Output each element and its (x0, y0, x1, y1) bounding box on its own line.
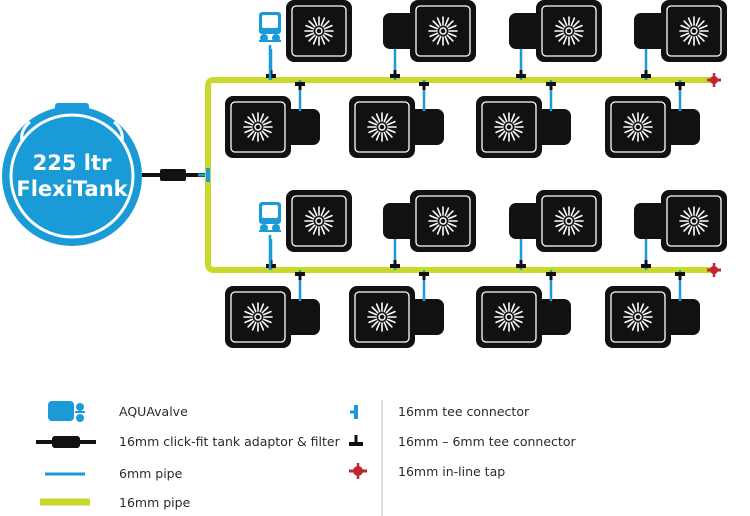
legend-label-aquavalve: AQUAvalve (119, 404, 188, 419)
flexitank (2, 103, 142, 246)
legend-tank-adaptor-filter-icon (36, 436, 96, 448)
pot-lower (605, 80, 700, 158)
pot-lower (225, 270, 320, 348)
pot-lower (225, 80, 320, 158)
pot-upper (383, 0, 476, 80)
legend-label-6mm-pipe: 6mm pipe (119, 466, 183, 481)
pot-upper (634, 0, 727, 80)
legend-aquavalve-icon (48, 401, 85, 422)
inline-tap (705, 71, 723, 89)
bottom-row (225, 190, 727, 348)
pot-lower (349, 270, 444, 348)
legend-label-inline-tap: 16mm in-line tap (398, 464, 505, 479)
tank-label-line2: FlexiTank (16, 177, 128, 201)
inline-tap (705, 261, 723, 279)
pot-lower (476, 270, 571, 348)
tank-adaptor-filter (142, 169, 208, 181)
legend-label-16mm-pipe: 16mm pipe (119, 495, 191, 510)
legend-tee-connector-icon (350, 405, 358, 419)
legend-label-tank-adaptor: 16mm click-fit tank adaptor & filter (119, 434, 341, 449)
pot-upper (634, 190, 727, 270)
aquavalve (258, 11, 282, 80)
pot-upper (383, 190, 476, 270)
legend-reducing-tee-connector-icon (349, 435, 363, 446)
pot-upper (509, 0, 602, 80)
top-row (225, 0, 727, 158)
pot-lower (476, 80, 571, 158)
legend-label-reducing-tee: 16mm – 6mm tee connector (398, 434, 576, 449)
aquavalve (258, 201, 282, 270)
pot-lower (349, 80, 444, 158)
pot-rows (206, 0, 727, 348)
pot-upper (509, 190, 602, 270)
pot-lower (605, 270, 700, 348)
legend-inline-tap-icon (349, 463, 367, 479)
legend-label-tee-connector: 16mm tee connector (398, 404, 530, 419)
tank-label-line1: 225 ltr (33, 151, 112, 175)
